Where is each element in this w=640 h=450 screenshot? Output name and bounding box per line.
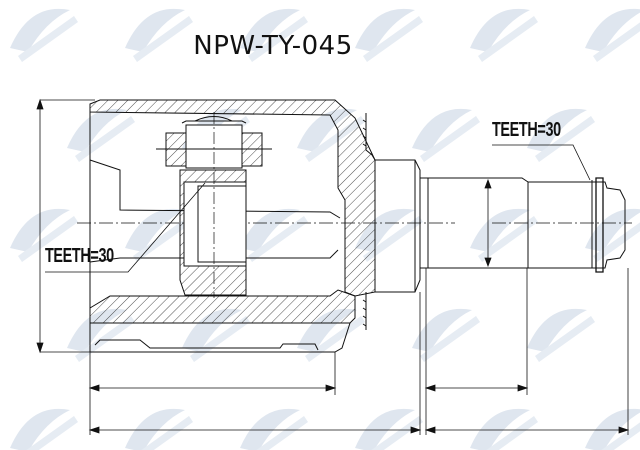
boot-clamp-top [362, 113, 376, 161]
shaft-spline [528, 181, 626, 269]
part-number-title: NPW-TY-045 [193, 31, 353, 61]
flange [375, 159, 421, 293]
leader-left [45, 182, 206, 273]
shaft-neck [420, 177, 429, 269]
leader-right [492, 144, 591, 181]
circlip [595, 177, 604, 273]
housing-outline-bottom [89, 322, 351, 353]
teeth-label-left: TEETH=30 [45, 245, 114, 267]
dimension-lines [36, 98, 630, 435]
boot-clamp-bottom [362, 292, 367, 330]
housing-section-bottom [89, 289, 356, 324]
teeth-label-right: TEETH=30 [492, 119, 561, 141]
shaft-body [428, 177, 529, 269]
